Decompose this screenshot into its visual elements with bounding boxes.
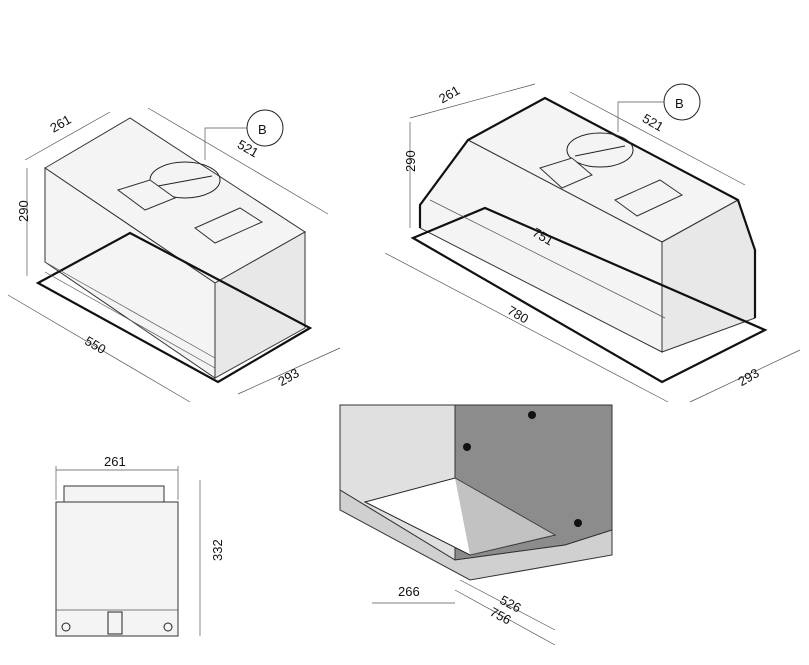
dim-depth-total: 293	[275, 365, 301, 389]
dim-width-total: 550	[82, 333, 108, 357]
side-view-top-unit	[63, 485, 165, 503]
motor-box-icon	[194, 207, 264, 244]
motor-box-icon	[614, 179, 684, 217]
damper-icon	[539, 157, 593, 189]
hood-long-bottom-frame	[410, 206, 768, 384]
hood-short-side	[214, 231, 306, 379]
outlet-icon	[566, 132, 634, 168]
side-view-drawing: 261 332	[55, 454, 225, 637]
dim-height: 332	[210, 539, 225, 561]
cabinet-floor	[339, 489, 613, 581]
dim-depth: 261	[47, 112, 73, 136]
damper-icon	[116, 179, 177, 211]
dim-depth: 266	[398, 584, 420, 599]
dim-depth: 261	[436, 82, 462, 106]
cutout-view-drawing: 266 526 756	[339, 404, 613, 646]
hood-long-drawing: 261 521 290 751 780 293 B	[384, 82, 801, 403]
dim-height: 290	[403, 150, 418, 172]
callout-b: B	[675, 96, 684, 111]
hood-short-bottom-frame	[35, 231, 313, 384]
dim-depth-total: 293	[735, 365, 761, 389]
dim-height: 290	[16, 200, 31, 222]
hood-short-drawing: 261 521 290 550 293 B	[7, 107, 341, 403]
dim-width-total: 780	[505, 303, 531, 327]
callout-b: B	[258, 122, 267, 137]
dim-width: 261	[104, 454, 126, 469]
side-view-body	[55, 501, 179, 637]
